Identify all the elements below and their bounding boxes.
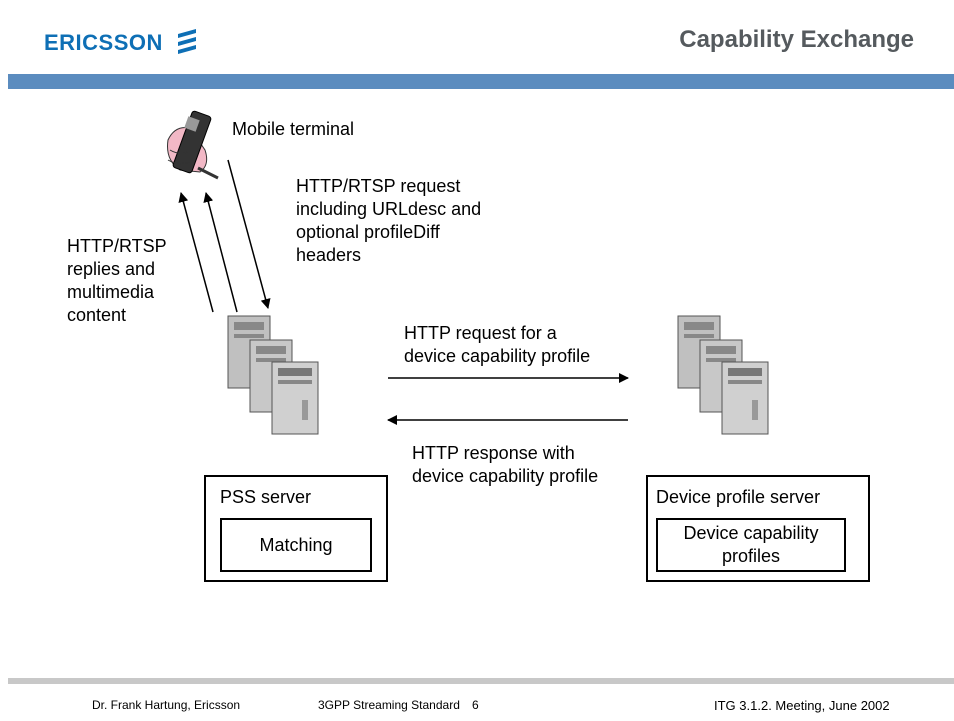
device-capability-profiles-line: profiles xyxy=(721,546,781,566)
matching-box: Matching xyxy=(220,518,372,572)
footer-page-number: 6 xyxy=(472,698,479,712)
footer-bar xyxy=(8,678,954,684)
ericsson-logo: ERICSSON xyxy=(44,28,200,56)
footer-meeting: ITG 3.1.2. Meeting, June 2002 xyxy=(714,698,890,713)
device-profile-server-box: Device profile server Device capability … xyxy=(646,475,870,582)
http-request-label: HTTP request for a device capability pro… xyxy=(404,322,590,368)
request-arrow xyxy=(227,159,271,309)
mobile-terminal-label: Mobile terminal xyxy=(232,119,355,139)
footer-author: Dr. Frank Hartung, Ericsson xyxy=(92,698,241,712)
pss-server-box: PSS server Matching xyxy=(204,475,388,582)
reply-arrow-1 xyxy=(178,192,214,313)
device-capability-profiles-line: Device capability xyxy=(683,523,819,543)
header-bar xyxy=(8,74,954,89)
http-response-label-line: HTTP response with xyxy=(412,443,575,463)
ericsson-logo-icon xyxy=(177,29,196,54)
http-request-label-line: device capability profile xyxy=(404,346,591,366)
page-title: Capability Exchange xyxy=(679,26,914,53)
replies-label-line: content xyxy=(67,305,127,325)
http-response-label-line: device capability profile xyxy=(412,466,599,486)
logo-text: ERICSSON xyxy=(44,30,163,55)
request-label: HTTP/RTSP request including URLdesc and … xyxy=(296,175,481,267)
footer-standard: 3GPP Streaming Standard xyxy=(318,698,460,712)
replies-label: HTTP/RTSP replies and multimedia content xyxy=(67,235,167,327)
http-response-label: HTTP response with device capability pro… xyxy=(412,442,598,488)
request-label-line: headers xyxy=(296,245,362,265)
mobile-phone-icon xyxy=(167,110,219,180)
request-label-line: including URLdesc and xyxy=(296,199,482,219)
replies-label-line: HTTP/RTSP xyxy=(67,236,167,256)
matching-label: Matching xyxy=(259,535,333,555)
device-profile-server-icon xyxy=(677,315,769,435)
device-capability-profiles-box: Device capability profiles xyxy=(656,518,846,572)
device-profile-server-label: Device profile server xyxy=(656,487,821,507)
reply-arrow-2 xyxy=(203,192,238,313)
replies-label-line: replies and xyxy=(67,259,156,279)
request-label-line: optional profileDiff xyxy=(296,222,440,242)
pss-server-label: PSS server xyxy=(220,487,312,507)
device-capability-profiles-label: Device capability profiles xyxy=(658,522,844,568)
http-request-label-line: HTTP request for a xyxy=(404,323,557,343)
server-icon xyxy=(227,315,319,435)
request-label-line: HTTP/RTSP request xyxy=(296,176,461,196)
replies-label-line: multimedia xyxy=(67,282,155,302)
